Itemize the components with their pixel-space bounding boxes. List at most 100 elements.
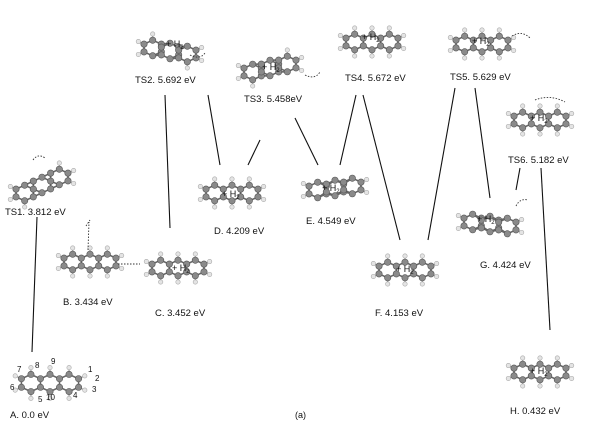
hydrogen-atom [55,253,61,259]
hydrogen-atom [537,103,543,109]
hydrogen-atom [71,168,77,174]
carbon-atom [469,210,477,218]
pathway-line [247,139,261,166]
state-label-h: H. 0.432 eV [510,406,561,417]
carbon-atom [148,260,156,268]
carbon-atom [322,180,330,188]
carbon-atom [536,360,544,368]
carbon-atom [249,76,257,84]
carbon-atom [38,189,46,197]
state-label-f: F. 4.153 eV [375,308,424,319]
carbon-atom [510,372,518,380]
atom-number-6: 6 [10,383,15,392]
state-label-ts3: TS3. 5.458eV [244,94,303,105]
carbon-atom [191,272,199,280]
carbon-atom [292,56,300,64]
h2-text: + H [172,263,186,273]
carbon-atom [527,112,535,120]
hydrogen-atom [520,131,526,137]
carbon-atom [495,218,503,226]
D-molecule: + H2 [197,176,267,210]
state-label-c: C. 3.452 eV [155,308,206,319]
h2-subscript: 2 [491,220,495,226]
E-molecule: + H2 [300,174,370,202]
carbon-atom [348,190,356,198]
TS5-h2-label: + H2 [472,36,490,48]
hydrogen-atom [150,31,156,37]
carbon-atom [12,185,20,193]
hydrogen-atom [87,273,93,279]
carbon-atom [192,46,200,54]
h2-text: + H [166,39,180,49]
carbon-atom [536,124,544,132]
carbon-atom [254,193,262,201]
carbon-atom [47,185,55,193]
carbon-atom [410,270,418,278]
hydrogen-atom [479,27,485,33]
hydrogen-atom [22,204,28,210]
hydrogen-atom [434,273,440,279]
hydrogen-atom [537,383,543,389]
carbon-atom [191,256,199,264]
carbon-atom [477,224,485,232]
pathway-line [294,117,319,166]
hydrogen-atom [369,53,375,59]
h2-subscript: 2 [276,68,280,74]
carbon-atom [245,181,253,189]
h2-subscript: 2 [486,42,490,48]
carbon-atom [65,388,73,396]
carbon-atom [314,194,322,202]
carbon-atom [460,222,468,230]
carbon-atom [461,32,469,40]
B-molecule [55,219,125,279]
carbon-atom [211,181,219,189]
hydrogen-atom [520,103,526,109]
hydrogen-atom [519,229,525,235]
hydrogen-atom [28,365,34,371]
hydrogen-atom [7,196,13,202]
carbon-atom [29,177,37,185]
state-label-ts1: TS1. 3.812 eV [5,207,66,218]
hydrogen-atom [537,131,543,137]
carbon-atom [75,375,83,383]
hydrogen-atom [554,103,560,109]
atom-number-7: 7 [17,365,22,374]
transition-bond [85,219,91,227]
state-label-e: E. 4.549 eV [306,216,356,227]
E-h2-label: + H2 [322,183,340,195]
hydrogen-atom [192,279,198,285]
hydrogen-atom [82,387,88,393]
hydrogen-atom [82,373,88,379]
carbon-atom [392,262,400,270]
carbon-atom [377,42,385,50]
hydrogen-atom [212,204,218,210]
carbon-atom [495,226,503,234]
carbon-atom [477,216,485,224]
atom-number-9: 9 [51,357,56,366]
hydrogen-atom [55,265,61,271]
carbon-atom [553,108,561,116]
carbon-atom [56,383,64,391]
hydrogen-atom [135,39,141,45]
hydrogen-atom [199,57,205,63]
hydrogen-atom [104,245,110,251]
h2-subscript: 2 [376,38,380,44]
carbon-atom [384,274,392,282]
carbon-atom [60,254,68,262]
hydrogen-atom [246,176,252,182]
carbon-atom [200,268,208,276]
carbon-atom [157,272,165,280]
carbon-atom [69,266,77,274]
carbon-atom [175,54,183,62]
hydrogen-atom [235,63,241,69]
carbon-atom [266,72,274,80]
carbon-atom [275,64,283,72]
hydrogen-atom [401,45,407,51]
hydrogen-atom [175,251,181,257]
carbon-atom [331,192,339,200]
hydrogen-atom [505,363,511,369]
carbon-atom [219,193,227,201]
h2-subscript: 2 [180,45,184,51]
hydrogen-atom [369,25,375,31]
TS3-h2-label: + H2 [262,62,280,74]
